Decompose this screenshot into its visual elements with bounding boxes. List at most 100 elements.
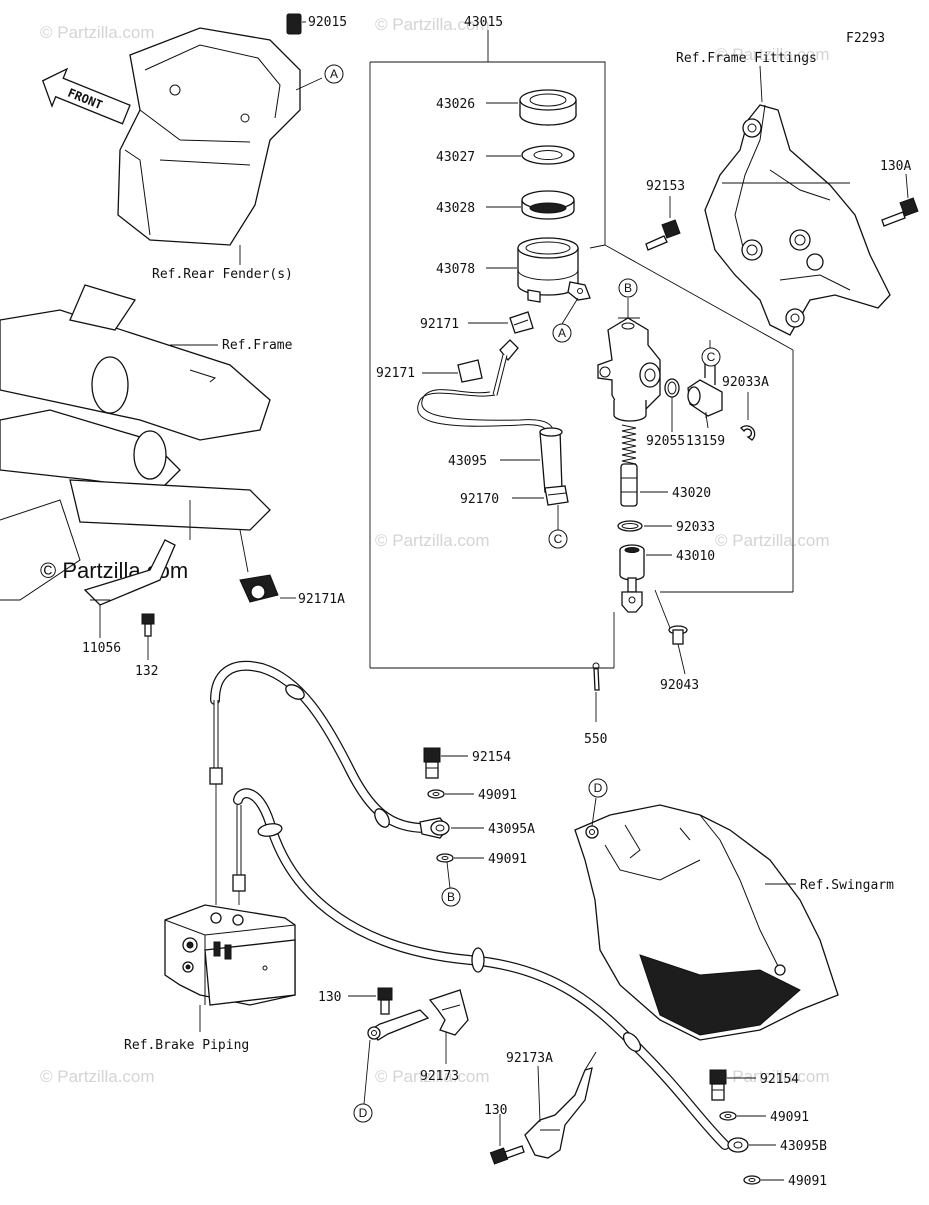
o-ring-92055 <box>664 378 680 398</box>
watermark: © Partzilla.com <box>375 531 490 550</box>
bolt-92154-lower <box>709 1069 727 1101</box>
watermark: © Partzilla.com <box>715 1067 830 1086</box>
watermark: © Partzilla.com <box>715 531 830 550</box>
part-number-43095a[interactable]: 43095A <box>488 822 535 837</box>
callout-b[interactable]: B <box>618 278 638 298</box>
part-number-92033[interactable]: 92033 <box>676 520 715 535</box>
part-number-49091-c[interactable]: 49091 <box>770 1110 809 1125</box>
reservoir-cap-43026 <box>519 89 577 126</box>
part-number-43027[interactable]: 43027 <box>436 150 475 165</box>
watermark: © Partzilla.com <box>715 45 830 64</box>
diagram-code: F2293 <box>846 31 885 46</box>
watermark: © Partzilla.com <box>375 15 490 34</box>
part-number-132[interactable]: 132 <box>135 664 158 679</box>
callout-a[interactable]: A <box>324 64 344 84</box>
bracket-d <box>367 1009 430 1041</box>
callout-d[interactable]: D <box>353 1103 373 1123</box>
part-number-92171a[interactable]: 92171A <box>298 592 345 607</box>
piston-spring-43020 <box>620 424 638 507</box>
clamp-92171-lower <box>457 359 483 383</box>
callout-c-visible[interactable]: C <box>701 347 721 367</box>
part-number-130a[interactable]: 130A <box>880 159 911 174</box>
part-number-92173a[interactable]: 92173A <box>506 1051 553 1066</box>
svg-text:C: C <box>554 532 563 546</box>
bolt-130-lower <box>489 1145 525 1165</box>
washer-49091-d <box>743 1175 761 1185</box>
pin-92043 <box>668 625 688 645</box>
part-number-92055[interactable]: 92055 <box>646 434 685 449</box>
callout-d[interactable]: D <box>588 778 608 798</box>
part-number-92173[interactable]: 92173 <box>420 1069 459 1084</box>
bolt-92153 <box>645 219 681 251</box>
callout-b[interactable]: B <box>441 887 461 907</box>
part-number-92171-lower[interactable]: 92171 <box>376 366 415 381</box>
part-number-550[interactable]: 550 <box>584 732 607 747</box>
part-number-43078[interactable]: 43078 <box>436 262 475 277</box>
svg-text:A: A <box>558 326 566 340</box>
part-number-43020[interactable]: 43020 <box>672 486 711 501</box>
part-number-92043[interactable]: 92043 <box>660 678 699 693</box>
part-number-49091[interactable]: 49091 <box>478 788 517 803</box>
cotter-pin-550 <box>592 662 600 691</box>
banjo-43095a <box>419 817 450 839</box>
svg-text:A: A <box>330 67 338 81</box>
part-number-49091-d[interactable]: 49091 <box>788 1174 827 1189</box>
part-number-92171[interactable]: 92171 <box>420 317 459 332</box>
reservoir-hose-43095 <box>417 339 563 493</box>
ref-frame[interactable]: Ref.Frame <box>222 338 293 353</box>
part-number-92153[interactable]: 92153 <box>646 179 685 194</box>
part-number-11056[interactable]: 11056 <box>82 641 121 656</box>
part-number-43026[interactable]: 43026 <box>436 97 475 112</box>
part-number-92033a[interactable]: 92033A <box>722 375 769 390</box>
reservoir-43078 <box>517 237 591 303</box>
part-number-92170[interactable]: 92170 <box>460 492 499 507</box>
part-number-92154[interactable]: 92154 <box>472 750 511 765</box>
part-number-43015[interactable]: 43015 <box>464 15 503 30</box>
bolt-130a <box>881 197 919 227</box>
plate-43027 <box>521 145 575 165</box>
circlip-92033a <box>740 425 756 441</box>
part-number-43028[interactable]: 43028 <box>436 201 475 216</box>
svg-text:D: D <box>359 1106 368 1120</box>
master-cylinder-body <box>597 317 661 422</box>
clamp-92171 <box>509 311 534 334</box>
brake-hoses <box>209 660 730 1150</box>
part-number-92015[interactable]: 92015 <box>308 15 347 30</box>
svg-text:B: B <box>624 281 632 295</box>
ref-rear-fender[interactable]: Ref.Rear Fender(s) <box>152 267 293 282</box>
ref-frame-fittings[interactable]: Ref.Frame Fittings <box>676 51 817 66</box>
bolt-132 <box>141 613 155 637</box>
clamp-92171a <box>239 574 279 603</box>
clamp-92170 <box>544 485 569 506</box>
circlip-92033 <box>617 520 643 532</box>
abs-unit <box>164 904 296 1006</box>
part-number-130[interactable]: 130 <box>318 990 341 1005</box>
front-arrow: FRONT <box>41 67 131 125</box>
part-number-49091-lower[interactable]: 49091 <box>488 852 527 867</box>
assembly-frame-43015 <box>369 30 794 669</box>
callout-c[interactable]: C <box>548 529 568 549</box>
frame-illustration <box>0 284 271 601</box>
watermark: © Partzilla.com <box>40 1067 155 1086</box>
part-number-13159[interactable]: 13159 <box>686 434 725 449</box>
ref-swingarm[interactable]: Ref.Swingarm <box>800 878 894 893</box>
callout-a[interactable]: A <box>552 323 572 343</box>
washer-49091-lower <box>436 853 454 863</box>
diaphragm-43028 <box>521 190 575 220</box>
svg-text:B: B <box>447 890 455 904</box>
ref-brake-piping[interactable]: Ref.Brake Piping <box>124 1038 249 1053</box>
part-number-92154-lower[interactable]: 92154 <box>760 1072 799 1087</box>
part-number-43010[interactable]: 43010 <box>676 549 715 564</box>
svg-text:D: D <box>594 781 603 795</box>
part-number-130-lower[interactable]: 130 <box>484 1103 507 1118</box>
washer-49091-c <box>719 1111 737 1121</box>
part-number-43095[interactable]: 43095 <box>448 454 487 469</box>
push-rod-43010 <box>619 544 645 613</box>
washer-49091 <box>427 789 445 799</box>
rear-fender-illustration <box>117 13 302 265</box>
swingarm-illustration <box>574 804 839 1041</box>
part-number-43095b[interactable]: 43095B <box>780 1139 827 1154</box>
watermark: © Partzilla.com <box>375 1067 490 1086</box>
